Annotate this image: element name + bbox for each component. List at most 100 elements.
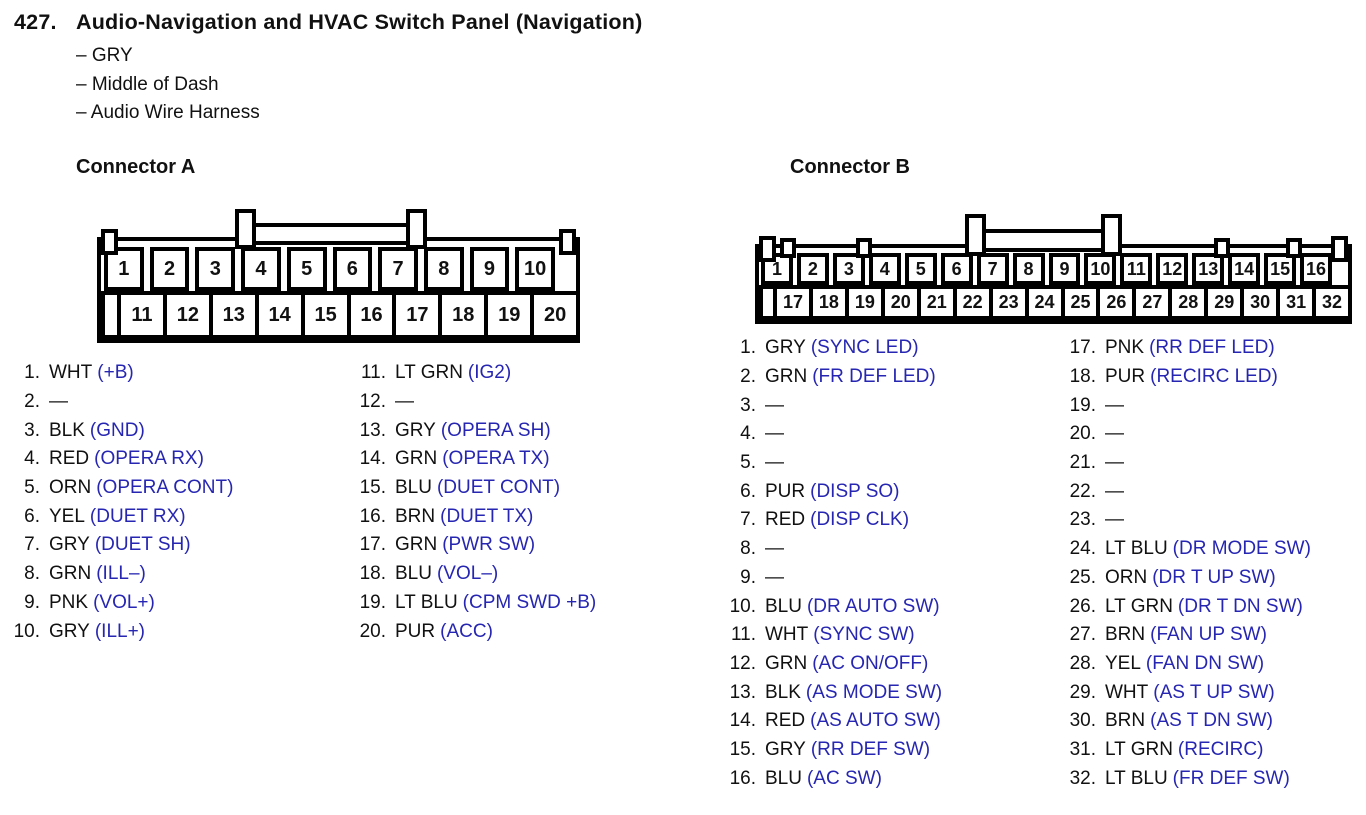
pin-number: 21 [926,292,947,312]
pin-number: 24 [1034,292,1055,312]
pin-entry: 11. WHT (SYNC SW) [718,621,942,650]
pin-number: 28 [1178,292,1199,312]
pin-function: (VOL–) [436,563,499,585]
pin-entry: 1. WHT (+B) [6,359,233,388]
pin-entry: 8. — [718,535,942,564]
pin-wire-color: LT GRN [395,362,463,384]
pin-entry-number: 20. [1069,423,1096,445]
pin-entry-number: 17. [359,534,386,556]
pin-entry-number: 19. [1069,394,1096,416]
connector-b-top-tab [1286,238,1303,258]
pin-function: (ILL–) [96,563,146,585]
pin-number: 12 [1162,259,1183,279]
connector-a-pin-cell: 18 [438,291,489,339]
pin-wire-color: GRN [765,366,808,388]
pin-function: (OPERA SH) [440,419,551,441]
pin-number: 14 [268,304,291,326]
connector-b-pin-cell: 28 [1168,285,1209,320]
pin-entry-number: 28. [1069,652,1096,674]
connector-b-pin-cell: 32 [1312,285,1352,320]
pin-wire-color: — [1105,394,1124,416]
connector-a-pin-cell: 12 [162,291,213,339]
pin-entry: 19. — [1056,391,1311,420]
connector-a-pin-cell: 3 [195,247,236,291]
pin-entry: 31. LT GRN (RECIRC) [1056,736,1311,765]
pin-number: 8 [438,258,450,280]
pin-number: 15 [314,304,337,326]
connector-a-pin-cell: 20 [530,291,581,339]
pin-number: 15 [1270,259,1291,279]
pin-entry-number: 7. [740,509,756,531]
pin-wire-color: GRY [765,738,806,760]
pin-entry-number: 15. [359,477,386,499]
pin-wire-color: BLU [395,563,432,585]
pin-function: (FAN DN SW) [1145,652,1265,674]
pin-number: 32 [1322,292,1343,312]
pin-number: 7 [392,258,404,280]
connector-b-pin-cell: 18 [808,285,849,320]
pin-entry: 19. LT BLU (CPM SWD +B) [350,589,597,618]
pin-wire-color: LT BLU [1105,538,1168,560]
connector-b-pin-cell: 16 [1300,253,1332,285]
connector-a-corner-notch-left [101,229,118,255]
connector-a-pin-cell: 8 [423,247,464,291]
connector-a-latch-post-right [406,209,428,249]
pin-entry-number: 3. [24,419,40,441]
pin-wire-color: BLU [765,595,802,617]
pin-entry-number: 7. [24,534,40,556]
pin-function: (FR DEF SW) [1172,767,1290,789]
pin-function: (DR T UP SW) [1152,566,1276,588]
pin-wire-color: PUR [1105,366,1146,388]
pin-entry-number: 4. [24,448,40,470]
connector-b-pin-cell: 7 [976,253,1009,285]
pin-number: 9 [483,258,496,280]
pin-entry: 2. GRN (FR DEF LED) [718,363,942,392]
pin-entry: 14. GRN (OPERA TX) [350,445,596,474]
location-note: – GRY [76,45,133,66]
connector-b-pin-cell: 8 [1012,253,1045,285]
connector-b-pin-cell: 24 [1024,285,1065,320]
pin-entry: 18. BLU (VOL–) [350,560,596,589]
pin-wire-color: LT BLU [395,591,458,613]
pin-entry: 20. — [1056,420,1311,449]
pin-function: (DISP SO) [810,480,900,502]
pin-wire-color: — [765,538,784,560]
pin-entry: 17. GRN (PWR SW) [350,531,596,560]
connector-b-pin-cell: 11 [1120,253,1153,285]
pin-wire-color: PNK [1105,337,1145,359]
pin-function: (SYNC SW) [813,624,915,646]
pin-number: 18 [818,292,839,312]
pin-wire-color: — [765,566,784,588]
location-note: – Middle of Dash [76,73,219,95]
section-title: 427. Audio-Navigation and HVAC Switch Pa… [14,10,642,35]
pin-entry: 17. PNK (RR DEF LED) [1056,334,1311,363]
section-title-text: Audio-Navigation and HVAC Switch Panel (… [76,10,643,34]
pin-number: 26 [1106,292,1127,312]
pin-number: 2 [163,258,176,280]
pin-entry-number: 31. [1069,738,1096,760]
pin-number: 5 [915,259,926,279]
pin-entry: 15. GRY (RR DEF SW) [718,736,942,765]
pin-wire-color: RED [765,710,806,732]
pin-function: (VOL+) [93,591,155,613]
pin-number: 27 [1142,292,1163,312]
pin-entry: 6. YEL (DUET RX) [6,502,233,531]
pin-entry-number: 10. [729,595,756,617]
pin-number: 7 [987,259,998,279]
pin-function: (IG2) [467,362,512,384]
pin-entry-number: 30. [1069,710,1096,732]
pin-entry-number: 1. [740,337,756,359]
pin-number: 11 [1126,259,1146,279]
connector-a-pin-list-col1: 1. WHT (+B) 2. — 3. BLK (GND) 4. RED (OP… [6,359,234,646]
pin-wire-color: LT GRN [1105,738,1173,760]
pin-wire-color: WHT [765,624,809,646]
pin-entry-number: 32. [1069,767,1096,789]
pin-wire-color: GRN [395,448,438,470]
pin-number: 6 [951,259,962,279]
pin-entry-number: 18. [1069,366,1096,388]
pin-entry-number: 6. [24,505,40,527]
pin-number: 13 [222,304,245,326]
